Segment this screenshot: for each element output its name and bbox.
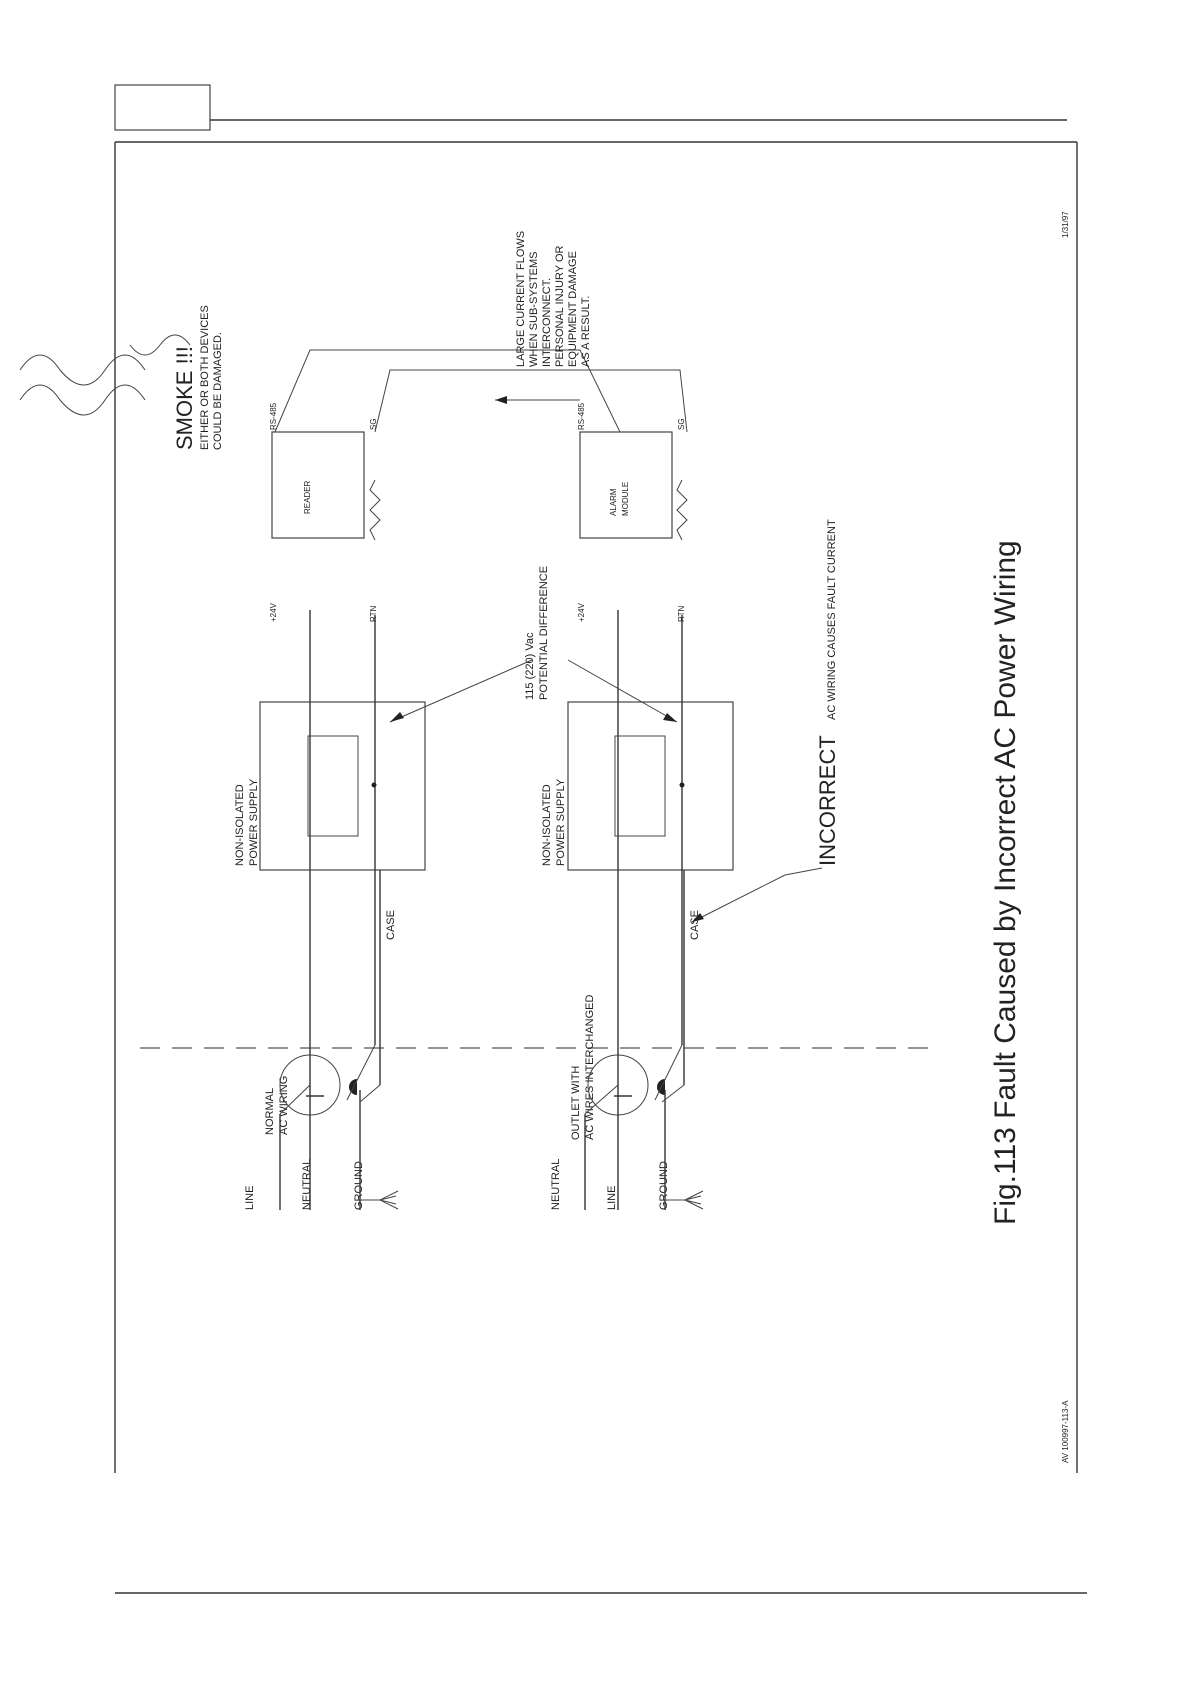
rotated-drawing: 1/31/97 AV 100997-113-A Fig.113 Fault Ca…	[19, 211, 1070, 1463]
svg-text:POWER SUPPLY: POWER SUPPLY	[248, 778, 260, 866]
svg-text:NON-ISOLATED: NON-ISOLATED	[541, 784, 553, 866]
top-power-supply	[259, 701, 426, 871]
incorrect-arrow	[691, 874, 786, 923]
top-wire-ground-label: GROUND	[353, 1161, 365, 1210]
alarm-module-resistor	[676, 479, 688, 541]
alarm-pin-sg: SG	[677, 418, 686, 430]
svg-text:EITHER OR BOTH DEVICES: EITHER OR BOTH DEVICES	[199, 305, 211, 450]
svg-text:POWER SUPPLY: POWER SUPPLY	[555, 778, 567, 866]
rs485-interconnect	[274, 349, 621, 433]
reader-label: READER	[303, 480, 312, 514]
top-outlet-label: NORMAL AC WIRING	[264, 1076, 290, 1135]
svg-text:POTENTIAL DIFFERENCE: POTENTIAL DIFFERENCE	[538, 566, 550, 700]
svg-text:LARGE CURRENT FLOWS: LARGE CURRENT FLOWS	[515, 231, 527, 367]
top-wire-neutral-label: NEUTRAL	[301, 1159, 313, 1210]
svg-text:PERSONAL INJURY OR: PERSONAL INJURY OR	[554, 246, 566, 367]
drawing-id: AV 100997-113-A	[1061, 1400, 1070, 1463]
svg-text:OUTLET WITH: OUTLET WITH	[570, 1066, 582, 1140]
bottom-wire-neutral-label: NEUTRAL	[550, 1159, 562, 1210]
bottom-wire-line-label: LINE	[606, 1186, 618, 1210]
fault-current-note: AC WIRING CAUSES FAULT CURRENT	[826, 519, 838, 720]
figure-caption: Fig.113 Fault Caused by Incorrect AC Pow…	[989, 540, 1022, 1225]
bottom-power-supply-inner	[614, 735, 666, 837]
bottom-power-supply	[567, 701, 734, 871]
svg-text:INTERCONNECT.: INTERCONNECT.	[541, 278, 553, 367]
svg-text:ALARM: ALARM	[609, 488, 618, 516]
svg-text:MODULE: MODULE	[621, 482, 630, 516]
bottom-wire-ground-label: GROUND	[658, 1161, 670, 1210]
reader-resistor	[369, 479, 381, 541]
potential-arrow-top	[389, 659, 533, 723]
smoke-wisp-2	[19, 354, 146, 386]
reader-pin-sg: SG	[369, 418, 378, 430]
incorrect-label: INCORRECT	[815, 735, 840, 866]
bottom-earth-symbol	[665, 1190, 704, 1210]
smoke-wisp-1	[19, 384, 146, 416]
alarm-pin-24v: +24V	[577, 602, 586, 622]
svg-text:NORMAL: NORMAL	[264, 1088, 276, 1135]
top-earth-symbol	[360, 1190, 399, 1210]
smoke-title: SMOKE !!!	[172, 346, 197, 450]
reader-pin-rs485: RS-485	[269, 402, 278, 430]
svg-text:AC WIRES INTERCHANGED: AC WIRES INTERCHANGED	[584, 994, 596, 1140]
bottom-power-supply-label: NON-ISOLATED POWER SUPPLY	[541, 778, 567, 866]
header-tab-box	[114, 84, 211, 131]
bottom-outlet-label: OUTLET WITH AC WIRES INTERCHANGED	[570, 994, 596, 1140]
svg-text:115 (220) Vac: 115 (220) Vac	[524, 632, 536, 700]
svg-text:AC WIRING: AC WIRING	[278, 1076, 290, 1135]
svg-text:WHEN SUB-SYSTEMS: WHEN SUB-SYSTEMS	[528, 251, 540, 367]
top-wire-line-label: LINE	[244, 1186, 256, 1210]
alarm-pin-rs485: RS-485	[577, 402, 586, 430]
svg-text:NON-ISOLATED: NON-ISOLATED	[234, 784, 246, 866]
current-flow-note: LARGE CURRENT FLOWS WHEN SUB-SYSTEMS INT…	[515, 231, 592, 367]
reader-device	[271, 431, 365, 539]
top-outlet-ground-pin	[349, 1079, 357, 1095]
potential-difference-note: 115 (220) Vac POTENTIAL DIFFERENCE	[524, 566, 550, 700]
sg-interconnect	[374, 369, 688, 433]
alarm-module-label: ALARM MODULE	[609, 482, 630, 516]
svg-text:AS A RESULT.: AS A RESULT.	[580, 296, 592, 367]
svg-text:COULD BE DAMAGED.: COULD BE DAMAGED.	[212, 332, 224, 450]
top-power-supply-label: NON-ISOLATED POWER SUPPLY	[234, 778, 260, 866]
alarm-pin-rtn: RTN	[677, 605, 686, 622]
reader-pin-24v: +24V	[269, 602, 278, 622]
svg-text:EQUIPMENT DAMAGE: EQUIPMENT DAMAGE	[567, 251, 579, 367]
smoke-wisp-3	[129, 334, 191, 356]
reader-pin-rtn: RTN	[369, 605, 378, 622]
top-power-supply-inner	[307, 735, 359, 837]
potential-arrow-bottom	[567, 659, 678, 723]
top-case-label: CASE	[385, 910, 397, 940]
drawing-date: 1/31/97	[1061, 211, 1070, 238]
smoke-note: EITHER OR BOTH DEVICES COULD BE DAMAGED.	[199, 305, 224, 450]
alarm-module-device	[579, 431, 673, 539]
